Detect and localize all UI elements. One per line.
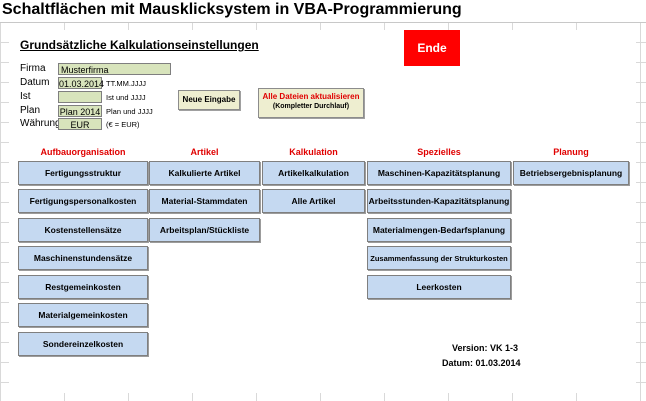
plan-label: Plan [20,105,41,116]
category-artikel: Artikel [190,147,219,157]
nav-maschinen-kapazitaetsplanung[interactable]: Maschinen-Kapazitätsplanung [367,161,511,185]
category-planung: Planung [553,147,589,157]
nav-fertigungspersonalkosten[interactable]: Fertigungspersonalkosten [18,189,148,213]
plan-hint: Plan und JJJJ [106,107,153,116]
plan-field[interactable]: Plan 2014 [58,105,102,117]
nav-kostenstellensaetze[interactable]: Kostenstellensätze [18,218,148,242]
nav-leerkosten[interactable]: Leerkosten [367,275,511,299]
nav-arbeitsstunden-kapazitaetsplanung[interactable]: Arbeitsstunden-Kapazitätsplanung [367,189,511,213]
datum-hint: TT.MM.JJJJ [106,79,146,88]
waehrung-field[interactable]: EUR [58,118,102,130]
version-label: Version: VK 1-3 [452,343,519,353]
firma-field[interactable]: Musterfirma [58,63,171,75]
nav-kalkulierte-artikel[interactable]: Kalkulierte Artikel [149,161,260,185]
nav-artikelkalkulation[interactable]: Artikelkalkulation [262,161,365,185]
neue-eingabe-button[interactable]: Neue Eingabe [178,90,240,110]
nav-material-stammdaten[interactable]: Material-Stammdaten [149,189,260,213]
waehrung-label: Währung [20,118,61,129]
ist-field[interactable] [58,91,102,103]
aktualisieren-button[interactable]: Alle Dateien aktualisieren (Kompletter D… [258,88,364,118]
nav-materialgemeinkosten[interactable]: Materialgemeinkosten [18,303,148,327]
firma-label: Firma [20,63,46,74]
waehrung-hint: (€ = EUR) [106,120,140,129]
ist-label: Ist [20,91,31,102]
category-spezielles: Spezielles [417,147,461,157]
aktualisieren-sublabel: (Kompletter Durchlauf) [272,103,350,110]
category-kalkulation: Kalkulation [289,147,338,157]
nav-fertigungsstruktur[interactable]: Fertigungsstruktur [18,161,148,185]
version-date: Datum: 01.03.2014 [442,358,521,368]
page-heading: Schaltflächen mit Mausklicksystem in VBA… [2,1,462,18]
ist-hint: Ist und JJJJ [106,93,146,102]
settings-title: Grundsätzliche Kalkulationseinstellungen [20,38,259,52]
nav-zusammenfassung-strukturkosten[interactable]: Zusammenfassung der Strukturkosten [367,246,511,270]
category-aufbauorganisation: Aufbauorganisation [40,147,126,157]
nav-sondereinzelkosten[interactable]: Sondereinzelkosten [18,332,148,356]
nav-maschinenstundensaetze[interactable]: Maschinenstundensätze [18,246,148,270]
nav-arbeitsplan-stueckliste[interactable]: Arbeitsplan/Stückliste [149,218,260,242]
nav-restgemeinkosten[interactable]: Restgemeinkosten [18,275,148,299]
datum-field[interactable]: 01.03.2014 [58,77,105,89]
nav-alle-artikel[interactable]: Alle Artikel [262,189,365,213]
nav-materialmengen-bedarfsplanung[interactable]: Materialmengen-Bedarfsplanung [367,218,511,242]
aktualisieren-label: Alle Dateien aktualisieren [262,92,360,101]
nav-betriebsergebnisplanung[interactable]: Betriebsergebnisplanung [513,161,629,185]
ende-button[interactable]: Ende [404,30,460,66]
datum-label: Datum [20,77,50,88]
